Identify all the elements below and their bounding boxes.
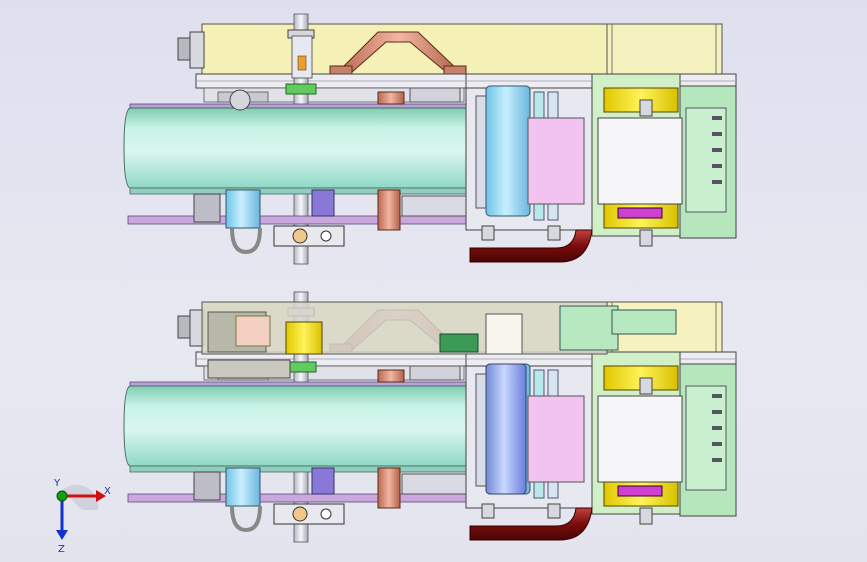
cylinder-lower bbox=[485, 363, 527, 495]
coordinate-triad: X Y Z bbox=[53, 478, 111, 555]
x-axis-label: X bbox=[104, 486, 111, 497]
y-axis-label: Y bbox=[53, 478, 61, 489]
z-axis-label: Z bbox=[58, 544, 65, 555]
y-axis-dot bbox=[56, 490, 68, 502]
assembly-view-upper[interactable] bbox=[122, 12, 738, 266]
yellow-collar bbox=[285, 321, 323, 355]
assembly-view-lower[interactable] bbox=[122, 290, 738, 544]
valve-block bbox=[559, 305, 619, 351]
